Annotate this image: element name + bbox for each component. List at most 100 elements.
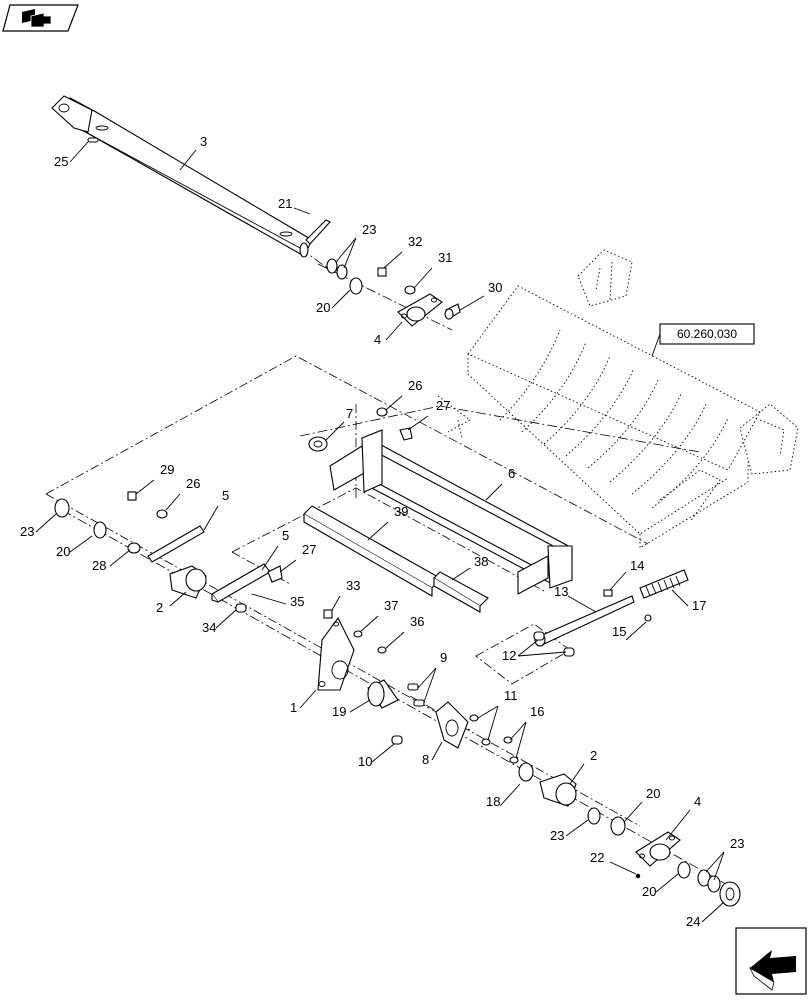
- tine-rows: [499, 329, 729, 509]
- callout-number: 15: [612, 624, 626, 639]
- callout-1[interactable]: 1: [290, 689, 317, 715]
- callout-23[interactable]: 23: [550, 819, 589, 843]
- callout-number: 27: [436, 398, 450, 413]
- callout-leader: [655, 873, 679, 893]
- callout-3[interactable]: 3: [179, 134, 207, 171]
- callout-leader: [407, 415, 429, 431]
- callout-23[interactable]: 23: [20, 513, 57, 539]
- slotted-strip-39: [303, 505, 441, 597]
- callout-19[interactable]: 19: [332, 699, 371, 719]
- previous-page-arrow-icon[interactable]: [735, 927, 807, 995]
- callout-12[interactable]: 12: [502, 639, 567, 663]
- callout-32[interactable]: 32: [383, 234, 422, 269]
- callout-2[interactable]: 2: [156, 591, 187, 615]
- washer-26-left: [156, 509, 168, 519]
- callout-30[interactable]: 30: [459, 280, 502, 311]
- callout-leader: [417, 667, 437, 689]
- book-navigation-icon[interactable]: [2, 4, 79, 32]
- callout-number: 5: [282, 528, 289, 543]
- washers-11: [469, 714, 491, 746]
- callout-36[interactable]: 36: [385, 614, 424, 649]
- callout-number: 20: [646, 786, 660, 801]
- callout-24[interactable]: 24: [686, 901, 725, 929]
- callout-27[interactable]: 27: [279, 542, 316, 573]
- phantom-chute-assembly: [437, 249, 799, 549]
- callout-leader: [623, 801, 643, 823]
- callout-number: 9: [440, 650, 447, 665]
- callout-25[interactable]: 25: [54, 141, 89, 169]
- callout-34[interactable]: 34: [202, 609, 237, 635]
- callout-6[interactable]: 6: [485, 466, 515, 501]
- callout-number: 26: [186, 476, 200, 491]
- callout-16[interactable]: 16: [509, 704, 544, 759]
- callout-20[interactable]: 20: [316, 289, 351, 315]
- callout-9[interactable]: 9: [417, 650, 447, 703]
- callout-8[interactable]: 8: [422, 741, 443, 767]
- callout-13[interactable]: 13: [554, 584, 597, 613]
- cross-reference-box[interactable]: 60.260.030: [651, 323, 755, 357]
- dowel-22: [635, 873, 641, 879]
- callout-leader: [335, 237, 357, 263]
- pin-34: [235, 603, 247, 613]
- callout-37[interactable]: 37: [359, 598, 398, 633]
- callout-33[interactable]: 33: [331, 578, 360, 611]
- callout-29[interactable]: 29: [135, 462, 174, 495]
- callout-26[interactable]: 26: [165, 476, 200, 511]
- callout-leader: [423, 667, 437, 703]
- callout-20[interactable]: 20: [642, 873, 679, 899]
- callout-15[interactable]: 15: [612, 621, 647, 641]
- callout-20[interactable]: 20: [56, 535, 93, 559]
- callout-31[interactable]: 31: [413, 250, 452, 289]
- callout-number: 16: [530, 704, 544, 719]
- callout-leader: [451, 567, 471, 581]
- callout-39[interactable]: 39: [367, 504, 408, 541]
- washer-37: [353, 630, 363, 638]
- callout-leader: [35, 513, 57, 533]
- bearing-flange-upper: [397, 293, 443, 327]
- callout-4[interactable]: 4: [665, 794, 701, 841]
- callout-17[interactable]: 17: [671, 589, 706, 613]
- callout-number: 23: [730, 836, 744, 851]
- callout-22[interactable]: 22: [590, 850, 637, 875]
- callout-number: 14: [630, 558, 644, 573]
- callout-23[interactable]: 23: [335, 222, 376, 269]
- callout-20[interactable]: 20: [623, 786, 660, 823]
- callout-26[interactable]: 26: [385, 378, 422, 411]
- callout-21[interactable]: 21: [278, 196, 311, 215]
- callout-number: 39: [394, 504, 408, 519]
- callout-27[interactable]: 27: [407, 398, 450, 431]
- callout-number: 19: [332, 704, 346, 719]
- callout-4[interactable]: 4: [374, 321, 403, 347]
- callout-28[interactable]: 28: [92, 549, 131, 573]
- callout-leader: [299, 689, 317, 709]
- callout-leader: [331, 595, 341, 611]
- callout-5[interactable]: 5: [261, 528, 289, 571]
- callout-leader: [609, 861, 637, 875]
- callout-35[interactable]: 35: [251, 593, 304, 609]
- callout-leader: [169, 591, 187, 607]
- callout-11[interactable]: 11: [477, 688, 518, 741]
- callout-23[interactable]: 23: [705, 836, 744, 881]
- callout-number: 21: [278, 196, 292, 211]
- callout-leader: [293, 207, 311, 215]
- callout-14[interactable]: 14: [609, 558, 644, 591]
- callout-leader: [179, 149, 197, 171]
- callout-number: 1: [290, 700, 297, 715]
- callout-2[interactable]: 2: [569, 748, 597, 785]
- callout-leader: [279, 559, 297, 573]
- nut-15: [644, 614, 652, 622]
- callout-18[interactable]: 18: [486, 783, 521, 809]
- callout-leader: [349, 699, 371, 713]
- callout-5[interactable]: 5: [203, 488, 229, 531]
- callout-leader: [385, 395, 403, 411]
- callout-leader: [509, 721, 527, 741]
- callout-number: 3: [200, 134, 207, 149]
- retaining-ring-left: [54, 498, 70, 518]
- callout-7[interactable]: 7: [325, 406, 353, 441]
- callout-10[interactable]: 10: [358, 743, 395, 769]
- callout-38[interactable]: 38: [451, 554, 488, 581]
- retaining-rings-right-outer: [677, 861, 721, 893]
- callout-number: 20: [56, 544, 70, 559]
- callout-number: 20: [316, 300, 330, 315]
- callout-leader: [367, 521, 389, 541]
